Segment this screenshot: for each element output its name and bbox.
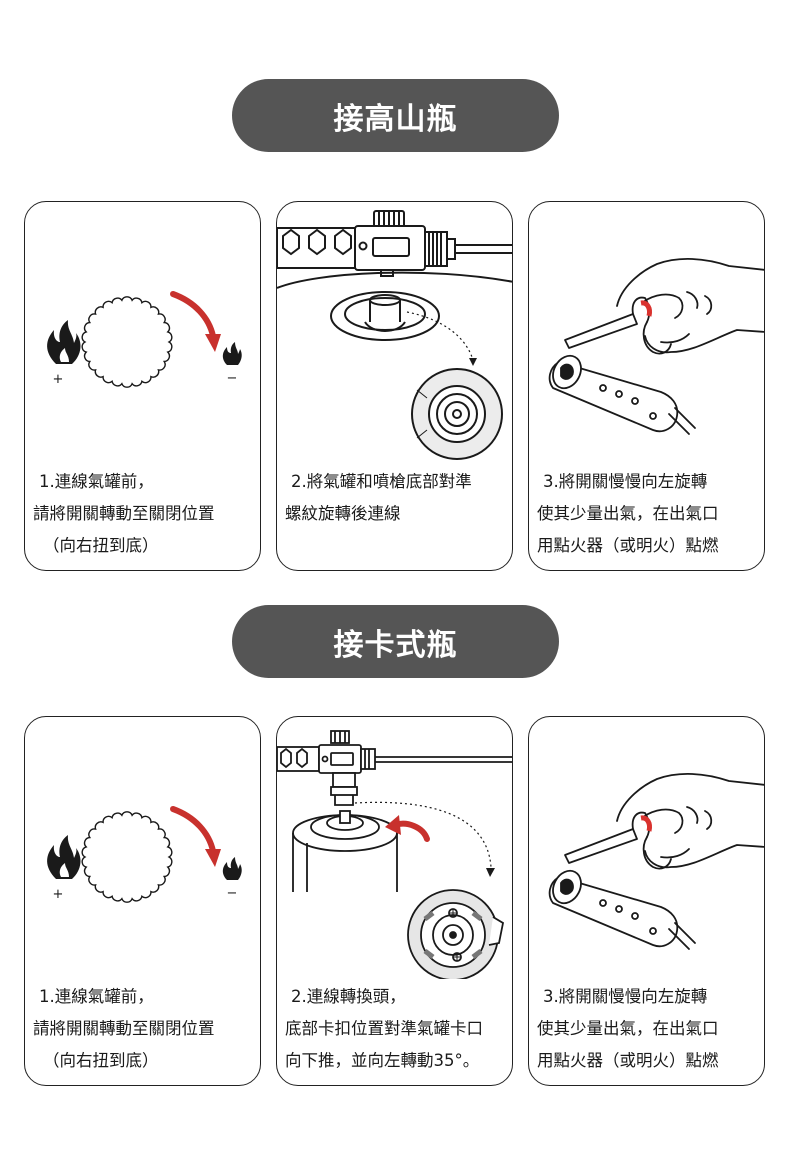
flame-large-icon [47, 835, 81, 879]
flame-small-icon [222, 857, 242, 880]
step-card-1-1: + − 1.連線氣罐前， 請將開關轉動至關閉位置 （向右扭到底） [24, 201, 261, 571]
canister-icon [277, 271, 512, 341]
ignite-illustration [548, 258, 764, 435]
caption-line: 使其少量出氣，在出氣口 [537, 504, 719, 523]
caption-line: 3.將開關慢慢向左旋轉 [543, 472, 708, 491]
caption-line: 2.將氣罐和噴槍底部對準 [291, 472, 472, 491]
step-caption: 3.將開關慢慢向左旋轉 使其少量出氣，在出氣口 用點火器（或明火）點燃 [529, 981, 764, 1077]
adapter-connect-illustration [277, 730, 512, 979]
dotted-guide-arrow [354, 801, 492, 868]
step-card-2-2: 2.連線轉換頭， 底部卡扣位置對準氣罐卡口 向下推，並向左轉動35°。 [276, 716, 513, 1086]
caption-line: 1.連線氣罐前， [39, 987, 154, 1006]
minus-sign: − [227, 886, 238, 901]
step-caption: 1.連線氣罐前， 請將開關轉動至關閉位置 （向右扭到底） [25, 466, 260, 562]
step-card-2-3: 3.將開關慢慢向左旋轉 使其少量出氣，在出氣口 用點火器（或明火）點燃 [528, 716, 765, 1086]
plus-sign: + [53, 372, 64, 387]
torch-connect-illustration [277, 210, 512, 460]
step-card-1-2: 2.將氣罐和噴槍底部對準 螺紋旋轉後連線 [276, 201, 513, 571]
caption-line: 1.連線氣罐前， [39, 472, 154, 491]
caption-line: 請將開關轉動至關閉位置 [33, 1019, 215, 1038]
canister-icon [292, 810, 398, 892]
section-title-cassette-canister: 接卡式瓶 [232, 605, 559, 678]
knob-close-illustration: + − [47, 806, 242, 903]
step-card-1-3: 3.將開關慢慢向左旋轉 使其少量出氣，在出氣口 用點火器（或明火）點燃 [528, 201, 765, 571]
lighter-hand-icon [548, 773, 764, 950]
caption-line: 使其少量出氣，在出氣口 [537, 1019, 719, 1038]
caption-line: 螺紋旋轉後連線 [285, 504, 401, 523]
lighter-hand-icon [548, 258, 764, 435]
flame-large-icon [47, 320, 81, 364]
knob-icon [81, 811, 173, 903]
caption-line: 向下推，並向左轉動35°。 [285, 1051, 480, 1070]
minus-sign: − [227, 371, 238, 386]
flame-small-icon [222, 342, 242, 365]
step-caption: 1.連線氣罐前， 請將開關轉動至關閉位置 （向右扭到底） [25, 981, 260, 1077]
step-caption: 3.將開關慢慢向左旋轉 使其少量出氣，在出氣口 用點火器（或明火）點燃 [529, 466, 764, 562]
caption-line: 用點火器（或明火）點燃 [537, 1051, 719, 1070]
caption-line: 請將開關轉動至關閉位置 [33, 504, 215, 523]
thread-closeup-icon [411, 368, 503, 460]
plus-sign: + [53, 887, 64, 902]
step-card-2-1: + − 1.連線氣罐前， 請將開關轉動至關閉位置 （向右扭到底） [24, 716, 261, 1086]
dotted-guide-arrow [406, 311, 474, 361]
rotate-arrow-icon [170, 291, 216, 339]
adapter-icon [330, 772, 358, 806]
caption-line: 3.將開關慢慢向左旋轉 [543, 987, 708, 1006]
torch-icon [277, 210, 512, 277]
caption-line: 底部卡扣位置對準氣罐卡口 [285, 1019, 483, 1038]
knob-icon [81, 296, 173, 388]
knob-close-illustration: + − [47, 291, 242, 388]
rotate-arrow-icon [170, 806, 216, 854]
caption-line: （向右扭到底） [43, 536, 159, 555]
caption-line: （向右扭到底） [43, 1051, 159, 1070]
caption-line: 2.連線轉換頭， [291, 987, 406, 1006]
ignite-illustration [548, 773, 764, 950]
adapter-bottom-closeup-icon [407, 889, 505, 979]
caption-line: 用點火器（或明火）點燃 [537, 536, 719, 555]
section-title-mountain-canister: 接高山瓶 [232, 79, 559, 152]
step-caption: 2.連線轉換頭， 底部卡扣位置對準氣罐卡口 向下推，並向左轉動35°。 [277, 981, 512, 1077]
torch-icon [277, 730, 512, 774]
step-caption: 2.將氣罐和噴槍底部對準 螺紋旋轉後連線 [277, 466, 512, 530]
